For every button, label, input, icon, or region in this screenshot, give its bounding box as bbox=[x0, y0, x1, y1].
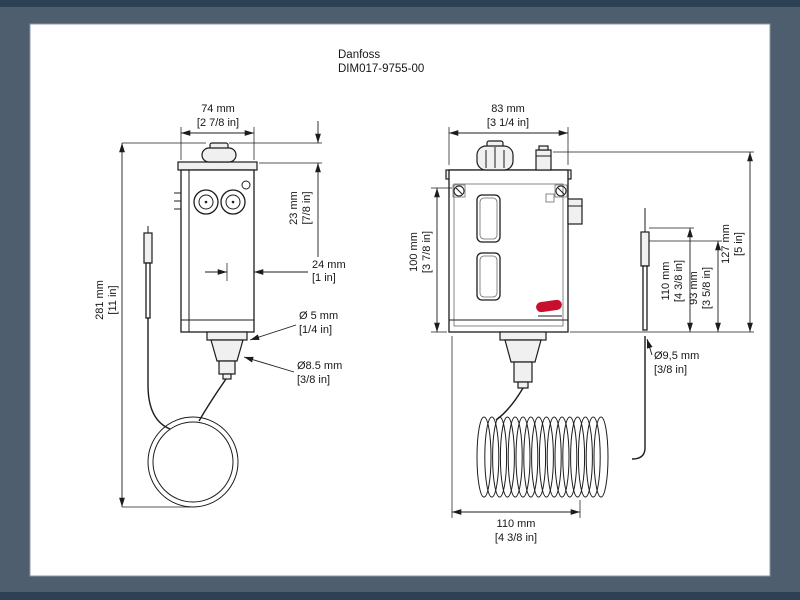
dim-sleeve-length-inch: [3 5/8 in] bbox=[701, 267, 713, 309]
dim-knob-height-mm: 23 mm bbox=[288, 191, 300, 225]
left-dial-knobs bbox=[193, 189, 246, 215]
capillary-coil bbox=[476, 416, 609, 498]
capillary-to-sensor bbox=[631, 336, 646, 460]
sensor-diameter-inch: [3/8 in] bbox=[654, 364, 687, 376]
dim-right-width-inch: [3 1/4 in] bbox=[487, 117, 529, 129]
dim-right-width: 83 mm [3 1/4 in] bbox=[448, 103, 569, 165]
dim-stem-offset-inch: [1 in] bbox=[312, 272, 336, 284]
window-upper bbox=[476, 194, 501, 243]
window-lower bbox=[476, 252, 501, 301]
screw-pad-left bbox=[452, 184, 466, 198]
right-device-view: 83 mm [3 1/4 in] 100 mm [3 7/8 in] 110 m… bbox=[408, 103, 754, 544]
dim-right-body-height: 100 mm [3 7/8 in] bbox=[408, 187, 452, 333]
approval-mark bbox=[545, 193, 555, 203]
side-protrusion bbox=[567, 198, 583, 225]
fine-print-line bbox=[538, 315, 562, 317]
screw-top-left bbox=[453, 185, 465, 197]
dim-left-knob-height: 23 mm [7/8 in] bbox=[229, 121, 322, 257]
dim-sensor-length: 110 mm [4 3/8 in] bbox=[649, 227, 694, 332]
screw-top-right bbox=[555, 185, 567, 197]
dim-left-width-mm: 74 mm bbox=[201, 103, 235, 115]
dim-sensor-length-inch: [4 3/8 in] bbox=[673, 260, 685, 302]
dim-body-height-inch: [3 7/8 in] bbox=[421, 231, 433, 273]
indicator-hole bbox=[241, 180, 251, 190]
dim-total-height-mm: 281 mm bbox=[94, 280, 106, 320]
frame-bottom-strip bbox=[0, 592, 800, 600]
label-capillary-diameter: Ø 5 mm [1/4 in] bbox=[249, 310, 338, 341]
capillary-diameter-mm: Ø 5 mm bbox=[299, 310, 338, 322]
danfoss-logo bbox=[536, 299, 562, 321]
label-sensor-diameter: Ø9,5 mm [3/8 in] bbox=[646, 338, 699, 376]
dim-coil-width: 110 mm [4 3/8 in] bbox=[451, 336, 581, 544]
brand-title: Danfoss bbox=[338, 49, 380, 61]
left-sensor-coil bbox=[147, 416, 239, 508]
fine-print-line bbox=[538, 319, 556, 321]
dim-overall-height-mm: 127 mm bbox=[720, 224, 732, 264]
dim-sleeve-length: 93 mm [3 5/8 in] bbox=[649, 240, 722, 332]
dim-sleeve-length-mm: 93 mm bbox=[688, 271, 700, 305]
left-device-view: 74 mm [2 7/8 in] 23 mm [7/8 in] 24 mm [1… bbox=[94, 103, 346, 508]
screw-pad-right bbox=[554, 184, 568, 198]
right-adjustment-knob bbox=[476, 140, 514, 171]
sensor-diameter-mm: Ø9,5 mm bbox=[654, 350, 699, 362]
frame-top-strip bbox=[0, 0, 800, 7]
dim-left-width: 74 mm [2 7/8 in] bbox=[180, 103, 255, 160]
left-adjustment-knob bbox=[201, 142, 237, 163]
dim-left-width-inch: [2 7/8 in] bbox=[197, 117, 239, 129]
document-id: DIM017-9755-00 bbox=[338, 63, 424, 75]
dim-body-height-mm: 100 mm bbox=[408, 232, 420, 272]
right-sensor-probe bbox=[640, 208, 650, 331]
dim-knob-height-inch: [7/8 in] bbox=[301, 191, 313, 224]
connector-cylinder bbox=[535, 145, 552, 171]
dim-overall-height: 127 mm [5 in] bbox=[553, 151, 754, 332]
dim-left-total-height: 281 mm [11 in] bbox=[94, 142, 206, 508]
dim-left-stem-offset: 24 mm [1 in] bbox=[205, 259, 346, 284]
dim-stem-offset-mm: 24 mm bbox=[312, 259, 346, 271]
right-bottom-stem bbox=[499, 331, 547, 389]
capillary-diameter-inch: [1/4 in] bbox=[299, 324, 332, 336]
dim-overall-height-inch: [5 in] bbox=[733, 232, 745, 256]
dim-right-width-mm: 83 mm bbox=[491, 103, 525, 115]
left-device-body bbox=[174, 161, 258, 333]
label-stem-diameter: Ø8.5 mm [3/8 in] bbox=[243, 356, 342, 386]
stem-diameter-inch: [3/8 in] bbox=[297, 374, 330, 386]
drawing-paper bbox=[29, 23, 771, 577]
stem-diameter-mm: Ø8.5 mm bbox=[297, 360, 342, 372]
dim-coil-width-mm: 110 mm bbox=[497, 518, 536, 530]
left-bottom-stem bbox=[206, 331, 248, 380]
dim-sensor-length-mm: 110 mm bbox=[660, 262, 672, 301]
dim-total-height-inch: [11 in] bbox=[107, 285, 119, 314]
dim-coil-width-inch: [4 3/8 in] bbox=[495, 532, 537, 544]
